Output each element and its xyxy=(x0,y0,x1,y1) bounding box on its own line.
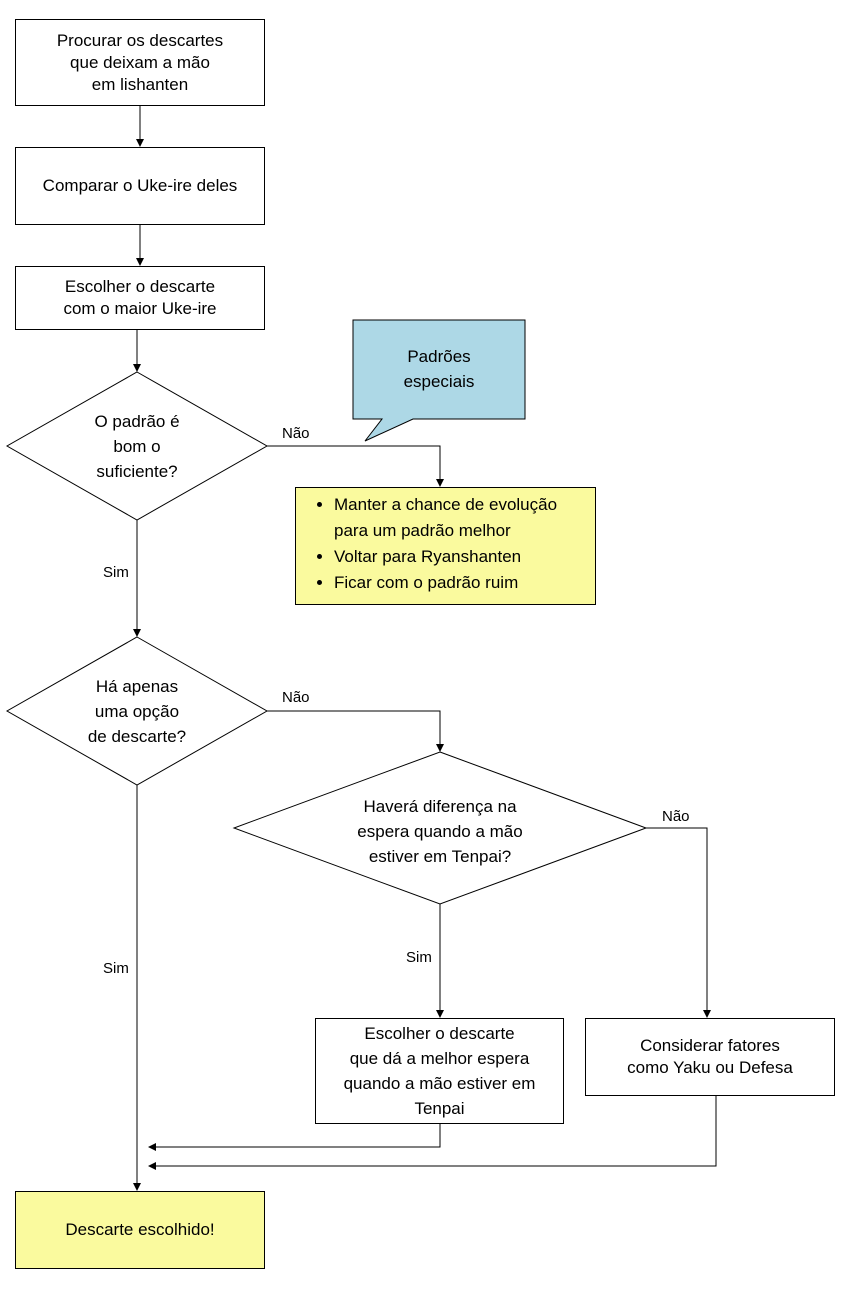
decision-wait-diff-line-2: espera quando a mão xyxy=(357,821,523,841)
decision-pattern-good: O padrão é bom o suficiente? xyxy=(47,406,227,486)
decision-only-one: Há apenas uma opção de descarte? xyxy=(47,671,227,751)
options-box: Manter a chance de evolução para um padr… xyxy=(295,487,596,605)
edge-label-no: Não xyxy=(282,425,310,442)
step-best-wait-line-2: que dá a melhor espera xyxy=(349,1049,530,1068)
edge-label-yes: Sim xyxy=(406,949,432,966)
step-find-discards-line-3: em lishanten xyxy=(91,74,189,94)
step-choose-max-line-2: com o maior Uke-ire xyxy=(63,299,217,318)
step-best-wait-line-1: Escolher o descarte xyxy=(364,1024,515,1043)
option-item: Ficar com o padrão ruim xyxy=(334,570,595,596)
decision-wait-diff: Haverá diferença na espera quando a mão … xyxy=(310,791,570,871)
decision-only-one-line-1: Há apenas xyxy=(95,676,179,696)
callout-special-patterns: Padrões especiais xyxy=(353,343,525,395)
step-best-wait-line-3: quando a mão estiver em xyxy=(343,1074,536,1093)
step-chosen: Descarte escolhido! xyxy=(15,1191,265,1269)
options-list: Manter a chance de evolução para um padr… xyxy=(296,492,595,596)
step-best-wait: Escolher o descarte que dá a melhor espe… xyxy=(315,1018,564,1124)
decision-wait-diff-line-1: Haverá diferença na xyxy=(363,796,517,816)
edge-label-no: Não xyxy=(282,689,310,706)
callout-line-1: Padrões xyxy=(407,347,471,366)
callout-shape xyxy=(352,319,526,442)
step-consider-factors: Considerar fatores como Yaku ou Defesa xyxy=(585,1018,835,1096)
decision-pattern-good-line-2: bom o xyxy=(113,436,161,456)
step-best-wait-line-4: Tenpai xyxy=(414,1099,465,1118)
decision-wait-diff-line-3: estiver em Tenpai? xyxy=(368,846,512,866)
step-compare-ukeire-text: Comparar o Uke-ire deles xyxy=(42,176,238,195)
step-compare-ukeire: Comparar o Uke-ire deles xyxy=(15,147,265,225)
step-consider-factors-line-2: como Yaku ou Defesa xyxy=(627,1058,793,1077)
edge-label-yes: Sim xyxy=(103,960,129,977)
edge-label-yes: Sim xyxy=(103,564,129,581)
decision-only-one-line-3: de descarte? xyxy=(87,726,187,746)
callout-line-2: especiais xyxy=(403,372,475,391)
edge-label-no: Não xyxy=(662,808,690,825)
step-choose-max-line-1: Escolher o descarte xyxy=(64,277,216,296)
step-chosen-text: Descarte escolhido! xyxy=(65,1220,215,1239)
step-find-discards: Procurar os descartes que deixam a mão e… xyxy=(15,19,265,106)
step-choose-max-ukeire: Escolher o descarte com o maior Uke-ire xyxy=(15,266,265,330)
option-item: Manter a chance de evolução para um padr… xyxy=(334,492,595,544)
decision-pattern-good-line-3: suficiente? xyxy=(96,461,178,481)
decision-only-one-line-2: uma opção xyxy=(94,701,180,721)
option-item: Voltar para Ryanshanten xyxy=(334,544,595,570)
decision-pattern-good-line-1: O padrão é xyxy=(94,411,180,431)
step-find-discards-line-2: que deixam a mão xyxy=(70,52,210,72)
step-consider-factors-line-1: Considerar fatores xyxy=(640,1036,780,1055)
step-find-discards-line-1: Procurar os descartes xyxy=(56,30,224,50)
